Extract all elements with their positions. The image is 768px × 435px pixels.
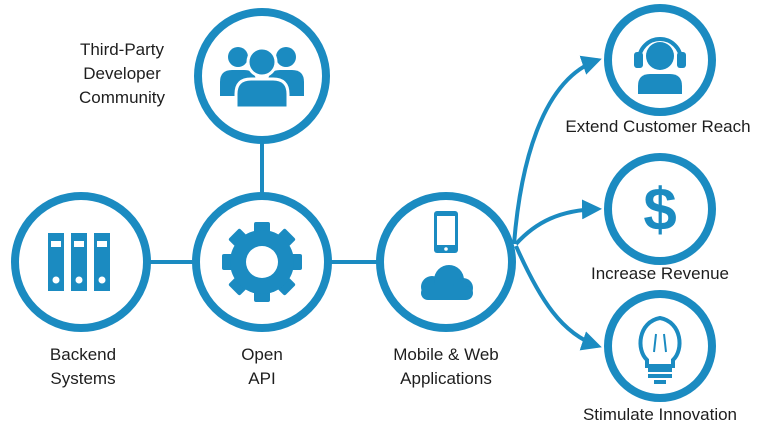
dollar-icon: $: [643, 176, 676, 243]
revenue-node-circle: [604, 153, 716, 265]
lightbulb-icon: [638, 315, 682, 384]
binders-icon: [48, 233, 110, 291]
svg-text:$: $: [643, 176, 676, 243]
people-group-icon: [220, 46, 304, 110]
arrow-to-revenue: [514, 199, 602, 246]
backend-label: Backend Systems: [49, 345, 117, 388]
connectors: [149, 55, 602, 351]
gear-icon: [222, 222, 302, 302]
arrow-to-innovation: [514, 245, 602, 351]
innovation-label: Stimulate Innovation: [582, 405, 738, 424]
api-label: Open API: [241, 345, 283, 388]
arrow-to-reach: [512, 55, 602, 245]
community-label: Third-Party Developer Community: [79, 40, 165, 107]
apps-label: Mobile & Web Applications: [393, 345, 499, 388]
revenue-label: Increase Revenue: [591, 264, 729, 283]
phone-cloud-icon: [421, 211, 473, 300]
reach-label: Extend Customer Reach: [565, 117, 751, 136]
apps-node-circle: [376, 192, 516, 332]
headset-person-icon: [634, 37, 686, 94]
